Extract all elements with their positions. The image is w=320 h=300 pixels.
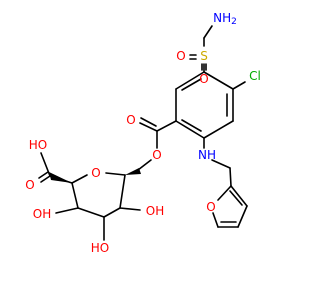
- atom-label-o: O: [176, 49, 185, 63]
- bond: [119, 174, 126, 209]
- structure-canvas: NH2 S O O Cl O O NH O HO O O OH OH HO: [0, 0, 300, 300]
- bond: [203, 71, 234, 90]
- atom-label-o: O: [126, 113, 135, 127]
- atom-labels: NH2 S O O Cl O O NH O HO O O OH OH HO: [25, 11, 261, 255]
- background: [0, 0, 300, 300]
- bond: [229, 190, 243, 206]
- bond: [217, 185, 232, 201]
- bond: [232, 81, 246, 90]
- atom-label-ho: HO: [91, 241, 109, 255]
- bond: [181, 78, 202, 91]
- bond: [137, 159, 152, 171]
- atom-label-ho: HO: [29, 138, 47, 152]
- bond: [203, 120, 234, 139]
- atom-label-nh: NH: [198, 148, 216, 162]
- molecule-diagram: NH2 S O O Cl O O NH O HO O O OH OH HO: [0, 0, 300, 300]
- atom-label-o: O: [152, 148, 161, 162]
- atom-label-o: O: [25, 178, 34, 192]
- bond: [105, 172, 126, 176]
- bond: [38, 171, 49, 179]
- wedge-bond: [125, 168, 141, 175]
- atom-label-nh2: NH2: [213, 11, 237, 27]
- atom-label-oh: OH: [146, 204, 164, 218]
- bond: [211, 159, 231, 169]
- bond: [71, 174, 88, 184]
- bond: [230, 185, 248, 207]
- bond: [175, 120, 205, 139]
- bond: [103, 207, 121, 218]
- atom-label-o: O: [199, 72, 208, 86]
- bond: [55, 207, 79, 214]
- bond: [77, 207, 105, 218]
- atom-label-cl: Cl: [249, 69, 261, 83]
- bond: [237, 205, 248, 228]
- bond: [71, 182, 79, 209]
- bonds: [38, 25, 248, 241]
- bond: [181, 119, 202, 132]
- bond: [140, 117, 157, 127]
- bond: [119, 207, 141, 211]
- bond: [229, 167, 232, 187]
- atom-label-oh: OH: [33, 207, 51, 221]
- bond: [139, 122, 158, 132]
- bond: [156, 120, 177, 132]
- atom-label-s: S: [200, 49, 208, 63]
- bond: [212, 212, 219, 228]
- bond: [203, 25, 213, 39]
- bond: [175, 71, 205, 90]
- bond: [40, 175, 51, 183]
- wedge-bond: [49, 172, 72, 183]
- atom-label-o: O: [206, 200, 215, 214]
- atom-label-o: O: [91, 166, 100, 180]
